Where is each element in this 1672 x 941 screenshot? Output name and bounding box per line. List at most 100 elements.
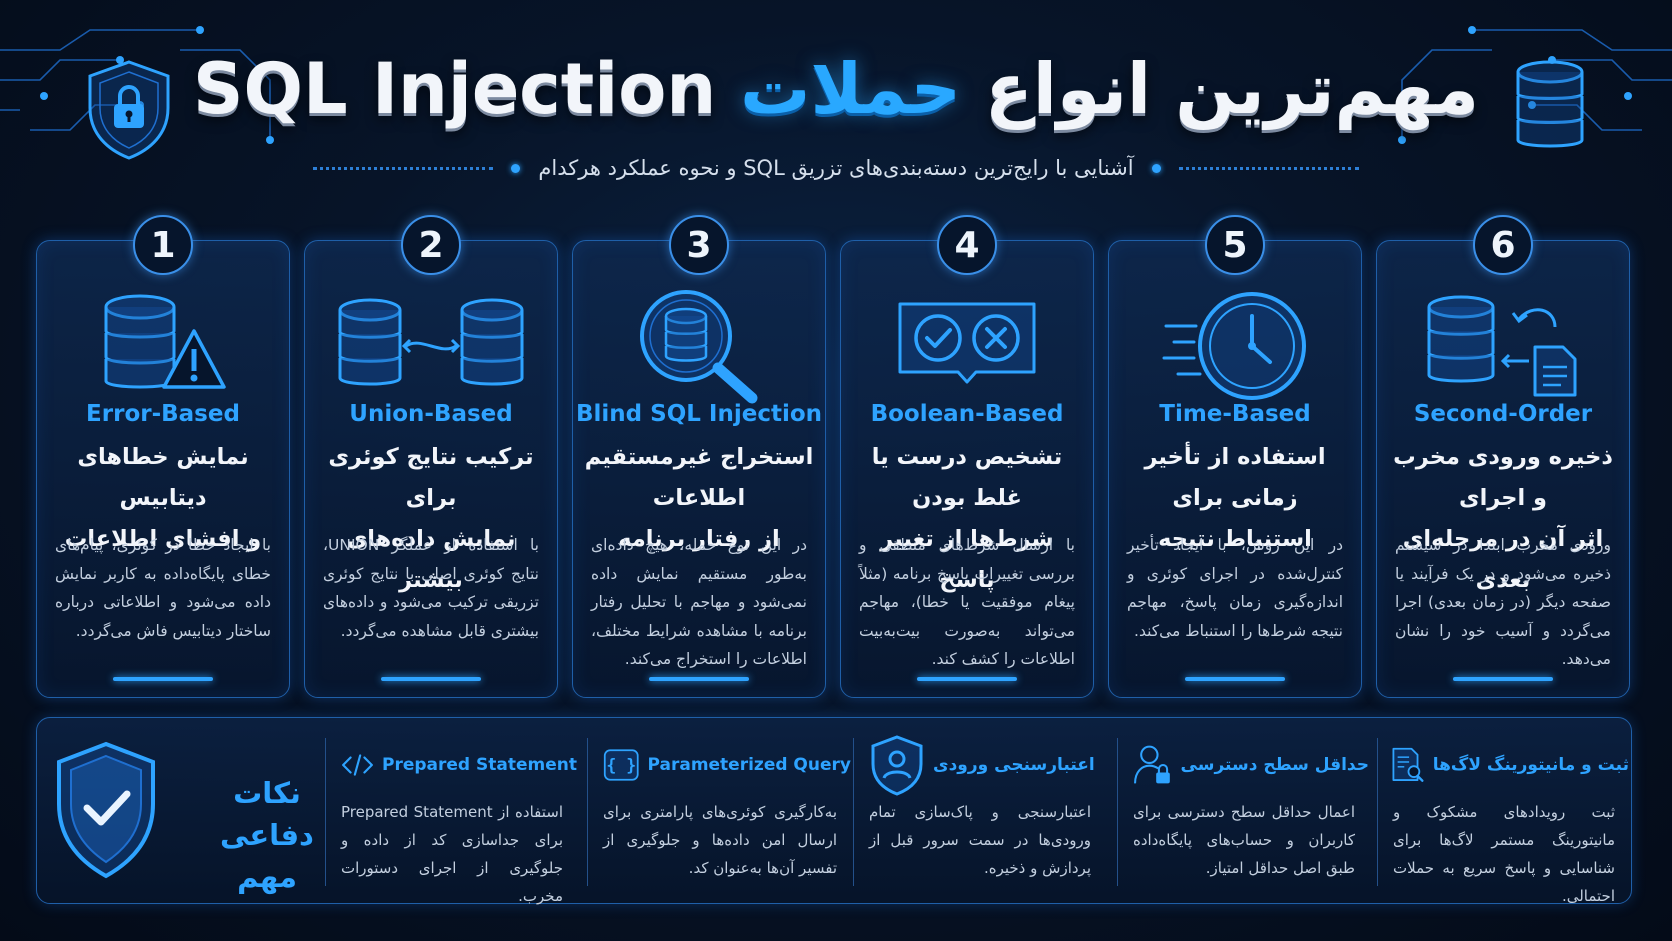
divider [1117,738,1118,886]
clock-icon [1109,281,1361,411]
tip-header: حداقل سطح دسترسی [1119,740,1369,790]
tip-label: حداقل سطح دسترسی [1180,755,1369,775]
card-title-fa: نمایش خطاهای دیتابیس و افشای اطلاعات [45,437,281,560]
braces-icon: { } [603,749,639,781]
database-warning-icon [37,281,289,411]
card-title-fa: استخراج غیرمستقیم اطلاعات از رفتار برنام… [581,437,817,560]
card-description: در این نوع حمله، هیچ داده‌ای به‌طور مستق… [591,536,807,668]
card-title-line-2: استنباط نتیجه [1158,526,1312,552]
card-title-line-1: تشخیص درست یا غلط بودن [871,444,1063,511]
tip-input-validation: اعتبارسنجی ورودی اعتبارسنجی و پاک‌سازی ت… [855,732,1105,892]
page-title: SQL Injection حملات مهم‌ترین انواع [193,34,1479,144]
divider [853,738,854,886]
card-title-en: Blind SQL Injection [575,401,823,427]
card-title-line-1: ذخیره ورودی مخرب و اجرای [1393,444,1613,511]
tip-label: ثبت و مانیتورینگ لاگ‌ها [1432,755,1629,775]
user-lock-icon [1134,745,1170,784]
card-number: 4 [937,215,997,275]
tip-parameterized-query: { } Parameterized Query به‌کارگیری کوئری… [589,732,851,892]
divider [1377,738,1378,886]
check-shield-icon [57,741,155,879]
card-title-en: Error-Based [86,401,240,427]
title-latin: SQL Injection [193,48,717,130]
check-cross-icon [841,281,1093,411]
card-title-line-2: نمایش داده‌های بیشتر [346,526,516,593]
tip-header: اعتبارسنجی ورودی [855,735,1105,796]
bullet-dot [1151,163,1161,173]
card-title-line-2: و افشای اطلاعات [64,526,262,552]
card-title-fa: ترکیب نتایج کوئری برای نمایش داده‌های بی… [313,437,549,601]
card-accent-bar [649,677,749,681]
card-description: ورودی مخرب ابتدا در سیستم ذخیره می‌شود و… [1395,536,1611,668]
card-accent-bar [1185,677,1285,681]
card-number: 5 [1205,215,1265,275]
database-union-icon [305,281,557,411]
card-number: 3 [669,215,729,275]
card-title-en: Second-Order [1413,401,1593,427]
tip-description: به‌کارگیری کوئری‌های پارامتری برای ارسال… [603,803,837,877]
subtitle: آشنایی با رایج‌ترین دسته‌بندی‌های تزریق … [538,156,1134,180]
bullet-dot [511,163,521,173]
database-magnifier-icon [573,281,825,411]
card-blind-sql-injection: 3 Blind SQL Injection استخراج غیرمستقیم … [572,215,826,698]
card-number: 1 [133,215,193,275]
dotted-line-right [1178,166,1359,170]
dotted-line-left [313,166,494,170]
tip-header: ثبت و مانیتورینگ لاگ‌ها [1379,740,1629,790]
card-title-line-1: نمایش خطاهای دیتابیس [77,444,249,511]
card-title-en: Time-Based [1159,401,1311,427]
tip-prepared-statement: Prepared Statement استفاده از Prepared S… [327,732,577,905]
card-title-line-2: شرط‌ها از تغییر پاسخ [880,526,1054,593]
card-description: با ارسال شرط‌های منطقی و بررسی تغییرات پ… [859,536,1075,668]
defense-title: نکات دفاعی مهم [187,772,347,898]
tip-label: اعتبارسنجی ورودی [933,755,1095,775]
card-union-based: 2 Union-Based ترکیب نتایج کوئری برای نما… [304,215,558,698]
tip-log-monitoring: ثبت و مانیتورینگ لاگ‌ها ثبت رویدادهای مش… [1379,732,1629,905]
card-description: در این روش، با ایجاد تأخیر کنترل‌شده در … [1127,536,1343,640]
title-accent: حملات [740,48,962,130]
defense-title-line-2: مهم [237,860,297,894]
card-title-en: Union-Based [349,401,513,427]
defense-title-line-1: نکات دفاعی [220,776,314,852]
card-title-line-1: ترکیب نتایج کوئری برای [328,444,534,511]
tip-header: { } Parameterized Query [589,740,851,790]
card-accent-bar [1453,677,1553,681]
card-second-order: 6 Second-Order ذخیره ورودی مخرب و اجرای … [1376,215,1630,698]
card-description: با ایجاد خطا در کوئری، پیام‌های خطای پای… [55,536,271,640]
tip-description: اعمال حداقل سطح دسترسی برای کاربران و حس… [1133,803,1355,877]
card-accent-bar [381,677,481,681]
card-accent-bar [113,677,213,681]
card-number: 2 [401,215,461,275]
card-title-line-1: استخراج غیرمستقیم اطلاعات [584,444,814,511]
database-document-icon [1377,281,1629,411]
tip-description: اعتبارسنجی و پاک‌سازی تمام ورودی‌ها در س… [869,803,1091,877]
tip-label: Parameterized Query [647,755,851,775]
tip-description: ثبت رویدادهای مشکوک و مانیتورینگ مستمر ل… [1393,803,1615,905]
title-lead: مهم‌ترین انواع [985,48,1479,130]
database-icon [1516,60,1584,148]
defense-tips-panel: نکات دفاعی مهم Prepared Statement استفاد… [36,717,1632,905]
lock-shield-icon [88,60,170,160]
card-title-fa: استفاده از تأخیر زمانی برای استنباط نتیج… [1117,437,1353,560]
user-shield-icon [871,735,923,796]
card-number: 6 [1473,215,1533,275]
tip-least-privilege: حداقل سطح دسترسی اعمال حداقل سطح دسترسی … [1119,732,1369,892]
code-icon [342,754,373,776]
card-title-line-2: از رفتار برنامه [618,526,780,552]
card-title-line-1: استفاده از تأخیر زمانی برای [1144,444,1326,511]
tip-label: Prepared Statement [382,755,577,775]
card-title-fa: ذخیره ورودی مخرب و اجرای اثر آن در مرحله… [1385,437,1621,601]
tip-header: Prepared Statement [327,740,577,790]
card-error-based: 1 Error-Based نمایش خطاهای دیتابیس و افش… [36,215,290,698]
log-search-icon [1392,747,1424,782]
divider [587,738,588,886]
tip-description: استفاده از Prepared Statement برای جداسا… [341,803,564,905]
subtitle-row: آشنایی با رایج‌ترین دسته‌بندی‌های تزریق … [0,150,1672,186]
card-time-based: 5 Time-Based استفاده از تأخیر زمانی برای… [1108,215,1362,698]
card-title-fa: تشخیص درست یا غلط بودن شرط‌ها از تغییر پ… [849,437,1085,601]
card-title-line-2: اثر آن در مرحله‌ای بعدی [1402,526,1604,593]
card-accent-bar [917,677,1017,681]
circuit-decoration-left [0,26,274,144]
card-boolean-based: 4 Boolean-Based تشخیص درست یا غلط بودن ش… [840,215,1094,698]
divider [325,738,326,886]
